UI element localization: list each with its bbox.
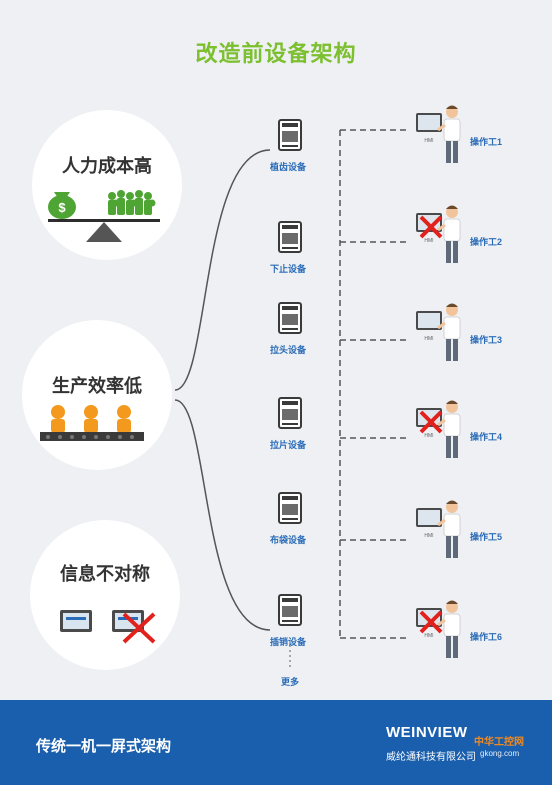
connector-curve-bottom [174, 399, 271, 631]
svg-text:HMI: HMI [424, 433, 433, 439]
watermark-url: gkong.com [480, 749, 520, 758]
more-label: 更多 [281, 677, 300, 687]
conveyor-belt-icon [40, 432, 144, 441]
seesaw-icon [48, 219, 160, 242]
footer-title: 传统一机一屏式架构 [36, 738, 172, 755]
page-title: 改造前设备架构 [195, 41, 357, 66]
connector-curve-top [174, 149, 271, 391]
operator-label: 操作工1 [470, 137, 503, 147]
brand-subtitle: 威纶通科技有限公司 [386, 752, 476, 763]
machine-icon [278, 119, 302, 151]
worker-figure-icon [117, 405, 131, 433]
svg-text:HMI: HMI [424, 336, 433, 342]
device-label: 下止设备 [270, 264, 307, 274]
efficiency-title: 生产效率低 [52, 376, 142, 396]
operator-label: 操作工6 [470, 632, 503, 642]
money-bag-icon: $ [48, 192, 76, 219]
device-label: 拉头设备 [270, 345, 307, 355]
operator-label: 操作工5 [470, 532, 503, 542]
operator-label: 操作工2 [470, 237, 503, 247]
operator-figure-icon: HMI [416, 303, 461, 361]
machine-icon [278, 594, 302, 626]
machine-icon [278, 302, 302, 334]
operator-figure-icon: HMI [416, 105, 461, 163]
svg-text:HMI: HMI [424, 238, 433, 244]
machine-icon [278, 492, 302, 524]
watermark: 中华工控网 [474, 737, 524, 748]
machine-icon [278, 397, 302, 429]
operator-label: 操作工4 [470, 432, 503, 442]
device-label: 植齿设备 [270, 162, 307, 172]
information-title: 信息不对称 [60, 564, 150, 584]
operator-figure-icon: HMI [416, 500, 461, 558]
footer-bar [0, 700, 552, 785]
worker-figure-icon [51, 405, 65, 433]
svg-text:HMI: HMI [424, 138, 433, 144]
operator-figure-icon: HMI [416, 600, 461, 658]
operator-figure-icon: HMI [416, 205, 461, 263]
workers-conveyor-icon [40, 405, 144, 441]
hmi-screen-icon [60, 610, 92, 632]
device-label: 布袋设备 [270, 535, 307, 545]
operator-label: 操作工3 [470, 335, 503, 345]
device-label: 插销设备 [270, 637, 307, 647]
efficiency-panel: 生产效率低 [22, 320, 172, 470]
hmi-screen-crossed-icon [112, 610, 156, 644]
operator-figure-icon: HMI [416, 400, 461, 458]
machine-icon [278, 221, 302, 253]
svg-text:$: $ [58, 200, 66, 215]
svg-text:HMI: HMI [424, 633, 433, 639]
people-crowd-icon [108, 190, 156, 215]
device-label: 拉片设备 [270, 440, 307, 450]
information-panel: 信息不对称 [30, 520, 180, 670]
brand-logo: WEINVIEW [386, 724, 468, 741]
svg-text:HMI: HMI [424, 533, 433, 539]
labor-cost-title: 人力成本高 [62, 156, 152, 176]
worker-figure-icon [84, 405, 98, 433]
